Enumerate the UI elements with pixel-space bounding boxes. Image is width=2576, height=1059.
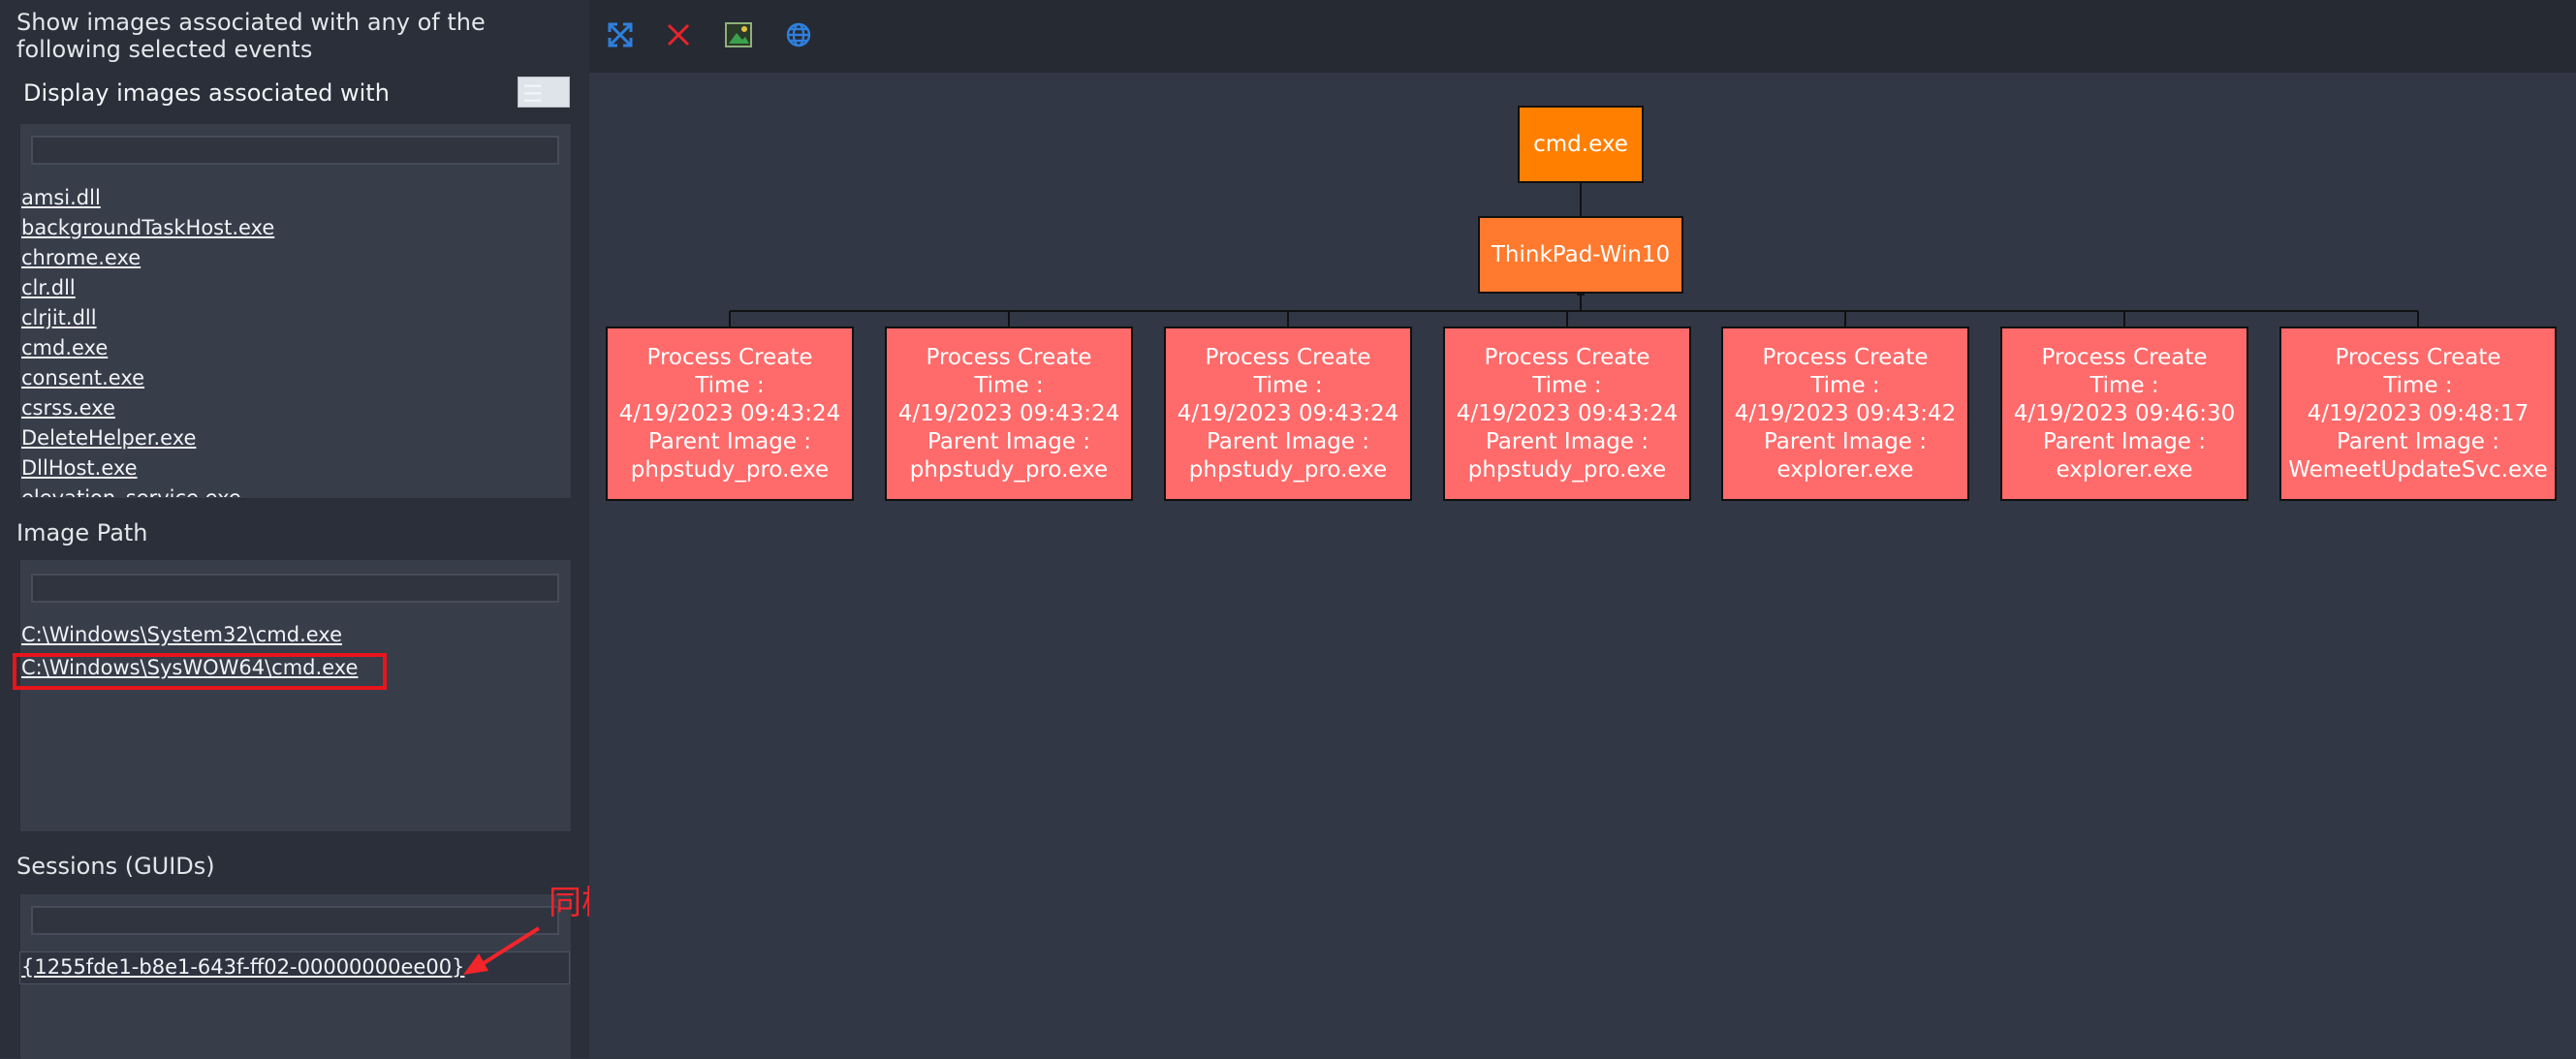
image-link-clr[interactable]: clr.dll <box>21 276 76 299</box>
image-path-box <box>19 559 572 832</box>
image-path-filter-input[interactable] <box>31 574 559 603</box>
graph-canvas: cmd.exe ThinkPad-Win10 Process Create Ti… <box>589 73 2576 1058</box>
session-link[interactable]: {1255fde1-b8e1-643f-ff02-00000000ee00} <box>21 955 465 979</box>
graph-node-event[interactable]: Process Create Time : 4/19/2023 09:43:42… <box>1721 327 1969 501</box>
images-filter-input[interactable] <box>31 136 559 165</box>
list-icon: ☰ <box>522 80 544 108</box>
graph-node-event[interactable]: Process Create Time : 4/19/2023 09:46:30… <box>2000 327 2248 501</box>
image-path-link-system32[interactable]: C:\Windows\System32\cmd.exe <box>21 623 342 646</box>
image-link-amsi[interactable]: amsi.dll <box>21 186 101 209</box>
image-link-csrss[interactable]: csrss.exe <box>21 396 115 420</box>
export-image-button[interactable] <box>721 17 756 52</box>
sessions-title: Sessions (GUIDs) <box>16 853 215 880</box>
web-view-button[interactable] <box>781 17 816 52</box>
image-icon <box>725 22 752 47</box>
graph-node-event[interactable]: Process Create Time : 4/19/2023 09:43:24… <box>1443 327 1691 501</box>
graph-node-host[interactable]: ThinkPad-Win10 <box>1478 216 1683 294</box>
image-link-chrome[interactable]: chrome.exe <box>21 246 141 269</box>
image-link-backgroundtaskhost[interactable]: backgroundTaskHost.exe <box>21 216 275 239</box>
clear-button[interactable] <box>661 17 696 52</box>
events-filter-header: Show images associated with any of the f… <box>16 9 486 63</box>
image-link-clrjit[interactable]: clrjit.dll <box>21 306 97 329</box>
highlight-box <box>13 653 387 690</box>
graph-node-event[interactable]: Process Create Time : 4/19/2023 09:43:24… <box>1164 327 1412 501</box>
graph-node-event[interactable]: Process Create Time : 4/19/2023 09:48:17… <box>2279 327 2557 501</box>
expand-icon <box>608 22 633 47</box>
image-link-cmd[interactable]: cmd.exe <box>21 336 109 359</box>
graph-node-root[interactable]: cmd.exe <box>1518 106 1644 183</box>
close-icon <box>667 23 690 47</box>
image-link-dllhost[interactable]: DllHost.exe <box>21 456 138 480</box>
expand-button[interactable] <box>603 17 638 52</box>
display-associated-bar: Display images associated with ☰ <box>19 77 570 110</box>
graph-node-event[interactable]: Process Create Time : 4/19/2023 09:43:24… <box>606 327 854 501</box>
display-associated-label: Display images associated with <box>23 79 390 107</box>
images-list: amsi.dll backgroundTaskHost.exe chrome.e… <box>0 179 570 497</box>
globe-icon <box>786 22 811 47</box>
image-link-deletehelper[interactable]: DeleteHelper.exe <box>21 426 197 450</box>
graph-edges <box>729 177 2419 328</box>
graph-toolbar <box>589 0 2576 73</box>
image-path-link-syswow64[interactable]: C:\Windows\SysWOW64\cmd.exe <box>21 656 359 679</box>
list-button[interactable]: ☰ <box>518 77 570 108</box>
graph-node-event[interactable]: Process Create Time : 4/19/2023 09:43:24… <box>885 327 1133 501</box>
image-link-elevation-service[interactable]: elevation_service.exe <box>21 483 241 497</box>
sessions-filter-input[interactable] <box>31 906 559 935</box>
image-path-title: Image Path <box>16 519 148 546</box>
filter-panel: Show images associated with any of the f… <box>0 0 590 1059</box>
image-link-consent[interactable]: consent.exe <box>21 366 145 389</box>
images-list-box <box>19 123 572 499</box>
